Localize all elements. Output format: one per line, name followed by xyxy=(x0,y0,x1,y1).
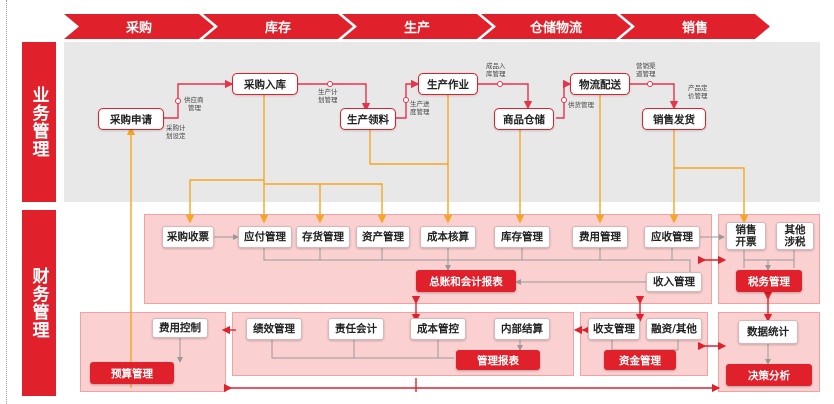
performance-management-box[interactable]: 绩效管理 xyxy=(246,318,302,340)
sales-invoice-line1: 销售 xyxy=(735,224,757,236)
logistics-delivery-node[interactable]: 物流配送 xyxy=(570,73,630,95)
production-operation-node[interactable]: 生产作业 xyxy=(418,73,478,95)
internal-settlement-box[interactable]: 内部结算 xyxy=(494,318,550,340)
purchase-receipt-box[interactable]: 采购收票 xyxy=(162,226,214,248)
general-ledger-box[interactable]: 总账和会计报表 xyxy=(416,270,516,292)
sales-shipping-node[interactable]: 销售发货 xyxy=(642,108,706,130)
receivables-box[interactable]: 应收管理 xyxy=(644,226,700,248)
stage-procurement: 采购 xyxy=(64,14,214,39)
tax-management-box[interactable]: 税务管理 xyxy=(736,270,802,292)
note-finished-goods-inventory-management: 成品入库管理 xyxy=(486,62,506,78)
note-purchase-plan-setting: 采购计划设定 xyxy=(166,124,186,140)
goods-warehouse-node[interactable]: 商品仓储 xyxy=(494,108,554,130)
cost-accounting-box[interactable]: 成本核算 xyxy=(420,226,476,248)
stage-sales: 销售 xyxy=(620,14,770,39)
note-product-pricing-management: 产品定价管理 xyxy=(688,84,708,100)
sales-invoice-line2: 开票 xyxy=(735,236,757,248)
expense-management-box[interactable]: 费用管理 xyxy=(572,226,628,248)
management-report-box[interactable]: 管理报表 xyxy=(456,350,540,370)
note-production-progress-management: 生产进度管理 xyxy=(410,100,430,116)
other-tax-box[interactable]: 其他 涉税 xyxy=(776,222,814,250)
note-marketing-channel-management: 营销渠道管理 xyxy=(636,62,656,78)
decision-analysis-box[interactable]: 决策分析 xyxy=(726,364,812,386)
note-supply-management: 供货管理 xyxy=(568,101,594,109)
stage-production: 生产 xyxy=(342,14,492,39)
inventory-management-box[interactable]: 存货管理 xyxy=(296,226,350,248)
income-management-box[interactable]: 收入管理 xyxy=(646,272,702,292)
receipt-payment-management-box[interactable]: 收支管理 xyxy=(588,318,640,340)
stage-bar: 采购 库存 生产 仓储物流 销售 xyxy=(64,14,770,39)
stock-management-box[interactable]: 库存管理 xyxy=(494,226,550,248)
financing-other-box[interactable]: 融资/其他 xyxy=(646,318,702,340)
data-statistics-box[interactable]: 数据统计 xyxy=(738,320,798,344)
purchase-inbound-node[interactable]: 采购入库 xyxy=(232,73,298,95)
production-material-node[interactable]: 生产领料 xyxy=(340,108,396,130)
budget-management-box[interactable]: 预算管理 xyxy=(90,362,174,384)
sales-invoice-box[interactable]: 销售 开票 xyxy=(726,222,766,250)
note-supplier-management: 供应商管理 xyxy=(184,96,204,112)
cost-control-box[interactable]: 成本管控 xyxy=(410,318,466,340)
payables-box[interactable]: 应付管理 xyxy=(238,226,292,248)
other-tax-line2: 涉税 xyxy=(784,236,806,248)
finance-management-label: 财务管理 xyxy=(22,210,56,396)
stage-warehouse-logistics: 仓储物流 xyxy=(481,14,631,39)
expense-control-box[interactable]: 费用控制 xyxy=(152,318,208,338)
business-management-label: 业务管理 xyxy=(22,42,56,202)
asset-management-box[interactable]: 资产管理 xyxy=(356,226,410,248)
other-tax-line1: 其他 xyxy=(784,224,806,236)
fund-management-box[interactable]: 资金管理 xyxy=(604,350,676,370)
purchase-request-node[interactable]: 采购申请 xyxy=(98,108,164,130)
stage-inventory: 库存 xyxy=(203,14,353,39)
left-margin-divider xyxy=(6,0,7,404)
responsibility-accounting-box[interactable]: 责任会计 xyxy=(328,318,384,340)
note-production-plan-management: 生产计划管理 xyxy=(318,88,338,104)
